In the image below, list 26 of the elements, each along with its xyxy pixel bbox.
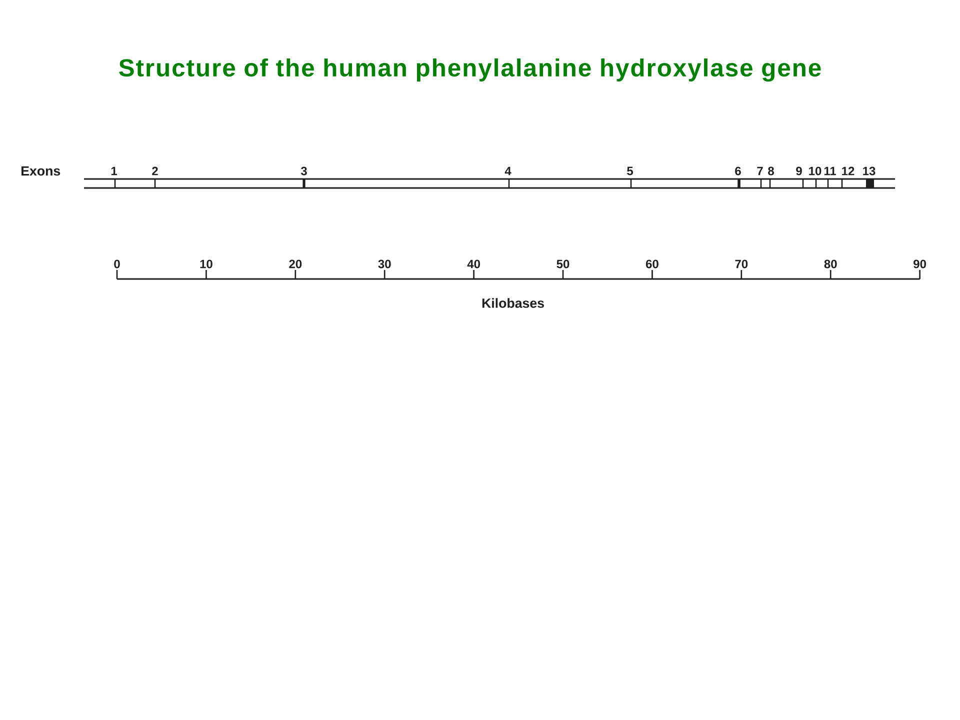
scale-number: 10 xyxy=(200,260,212,268)
exon-number: 1 xyxy=(111,166,117,176)
exon-number: 5 xyxy=(627,166,633,176)
scale-number: 80 xyxy=(824,260,837,268)
exon-number: 13 xyxy=(863,166,876,176)
exon-number: 2 xyxy=(152,166,158,176)
exon-number: 3 xyxy=(300,166,307,176)
scale-number: 40 xyxy=(467,260,480,268)
scale-number: 90 xyxy=(914,260,926,268)
scale-number: 50 xyxy=(556,260,570,268)
axis-label: Kilobases xyxy=(482,298,544,308)
exon-number: 6 xyxy=(735,166,741,176)
scale-number: 60 xyxy=(646,260,658,268)
exon-number: 7 xyxy=(757,166,763,176)
exon-number: 8 xyxy=(768,166,774,176)
scale-number: 70 xyxy=(735,260,748,268)
row-label: Exons xyxy=(22,166,60,176)
scale-number: 20 xyxy=(289,260,302,268)
scale-number: 30 xyxy=(378,260,391,268)
exon-number: 12 xyxy=(842,166,854,176)
scale-number: 0 xyxy=(114,260,120,268)
title: Structure of the human phenylalanine hydroxylase gene xyxy=(119,58,821,82)
exon-number: 4 xyxy=(504,166,512,176)
exon-number: 10 xyxy=(809,166,822,176)
exon-number: 9 xyxy=(796,166,802,176)
exon-number: 11 xyxy=(824,166,836,176)
